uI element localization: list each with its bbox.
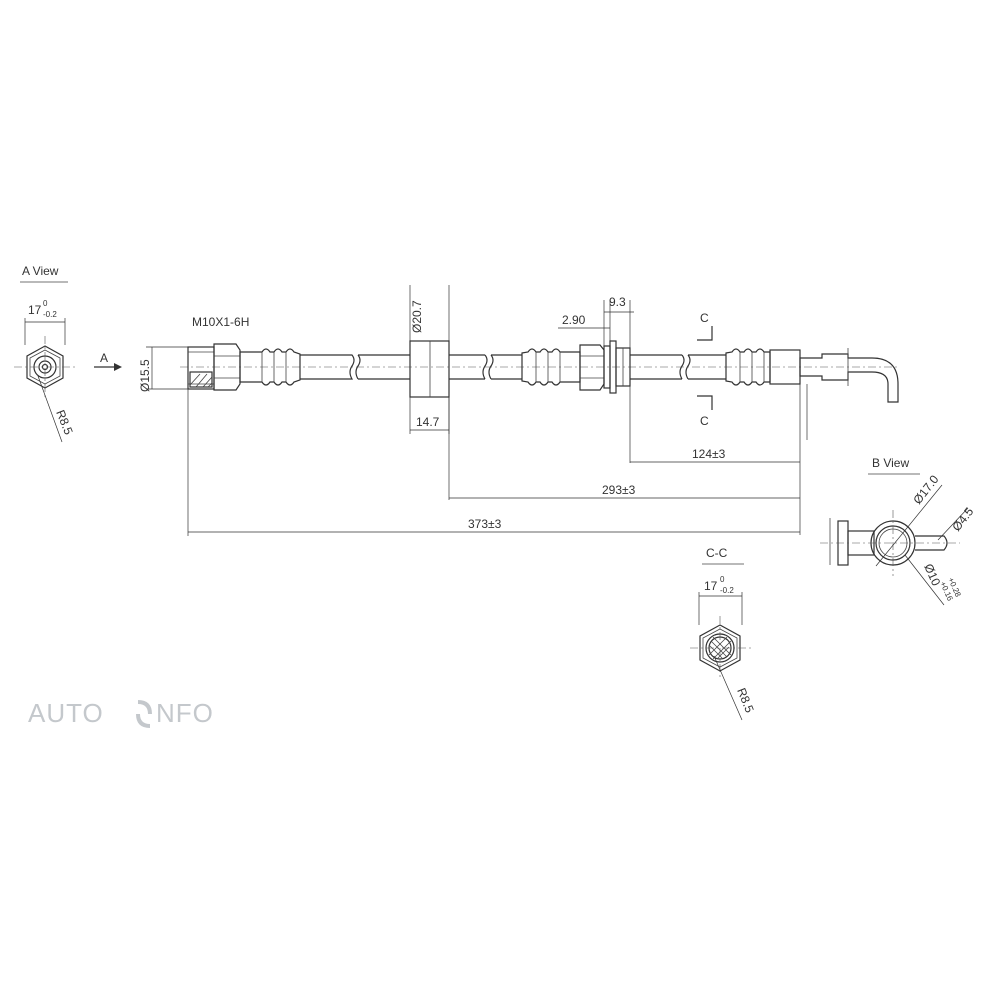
right-banjo-tube [799, 353, 899, 403]
b-view-bore-leader [904, 554, 945, 606]
b-view: B View Ø17.0 Ø4.5 Ø10 +0.28 +0.16 [820, 456, 977, 606]
a-view: A View 17 0 -0.2 R8.5 [14, 264, 76, 443]
cc-view-width-value: 17 [704, 579, 718, 593]
middle-hex-nut [579, 344, 605, 391]
a-view-width-tol-upper: 0 [43, 299, 48, 308]
cc-view-hose-crosshatch [708, 636, 732, 660]
watermark-swirl-icon [136, 700, 152, 728]
hose-break-3a [679, 354, 685, 380]
hose-break-1b [355, 354, 361, 380]
hose-break-3b [685, 354, 691, 380]
section-c-bottom-marker [697, 395, 713, 410]
hose-assembly [180, 340, 900, 403]
autoinfo-watermark: AUTO NFO [28, 698, 214, 728]
watermark-text-right: NFO [156, 698, 214, 728]
a-view-radius-label: R8.5 [53, 408, 76, 437]
section-c-top-label: C [700, 311, 709, 325]
dim-293-label: 293±3 [602, 483, 636, 497]
b-view-pin-dia-label: Ø4.5 [949, 504, 976, 533]
b-view-pin [915, 535, 948, 551]
hose-break-2b [488, 354, 494, 380]
hose-clamp-block [409, 340, 450, 398]
a-view-width-tol-lower: -0.2 [43, 310, 57, 319]
main-dimensions: M10X1-6H Ø15.5 Ø20.7 14.7 2.90 9.3 C C 1… [138, 285, 808, 536]
b-view-outer-dia-label: Ø17.0 [910, 472, 941, 507]
cc-view-title: C-C [706, 546, 728, 560]
b-view-title: B View [872, 456, 909, 470]
section-c-bottom-label: C [700, 414, 709, 428]
dim-124-label: 124±3 [692, 447, 726, 461]
b-view-pin-dia-leader [937, 507, 969, 541]
hose-segment-1 [300, 354, 355, 380]
cc-view-radius-leader [713, 655, 743, 721]
arrow-a-label: A [100, 351, 108, 365]
b-view-outer-dia-leader [875, 484, 943, 567]
thread-section-hatch [189, 371, 213, 388]
dim-373-label: 373±3 [468, 517, 502, 531]
cc-view-width-tol-upper: 0 [720, 575, 725, 584]
a-view-width-value: 17 [28, 303, 42, 317]
dia-end-label: Ø15.5 [138, 359, 152, 392]
dim-93-label: 9.3 [609, 295, 626, 309]
watermark-text-left: AUTO [28, 698, 104, 728]
cc-view-width-tol-lower: -0.2 [720, 586, 734, 595]
a-view-radius-leader [37, 375, 63, 443]
left-hex-nut [213, 343, 241, 391]
dim-290-label: 2.90 [562, 313, 586, 327]
cc-view: C-C 17 0 -0.2 R8.5 [690, 546, 757, 721]
a-view-title: A View [22, 264, 59, 278]
view-a-arrow: A [94, 351, 122, 371]
arrow-a-head [114, 363, 122, 371]
clamp-dia-label: Ø20.7 [410, 300, 424, 333]
thread-label: M10X1-6H [192, 315, 249, 329]
left-crimp-ferrule [239, 348, 301, 386]
clamp-width-label: 14.7 [416, 415, 440, 429]
hose-break-2a [482, 354, 488, 380]
section-c-top-marker [697, 326, 713, 341]
